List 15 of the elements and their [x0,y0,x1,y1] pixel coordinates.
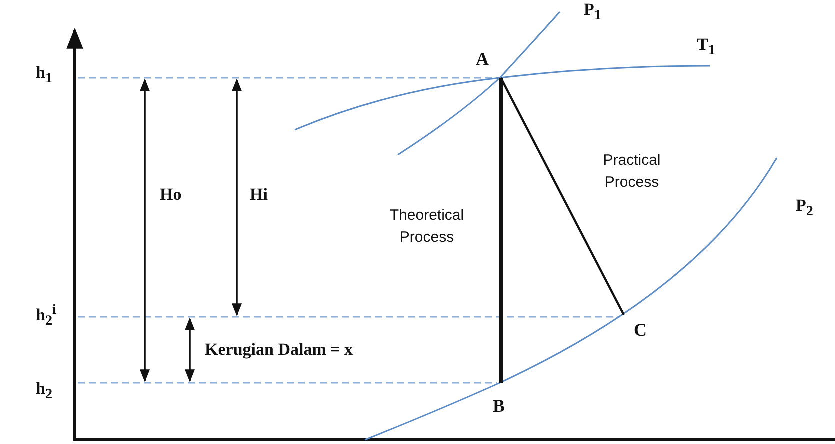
point-label: B [493,397,506,415]
dimension-label: Ho [160,186,182,205]
process-label: Theoretical Process [388,206,466,248]
axis-label: h$_{2}$ [36,380,53,403]
curve-label: P$_{1}$ [584,1,602,24]
point-label: A [476,50,489,68]
dimension-label: Kerugian Dalam = x [205,341,354,360]
dimension-label: Hi [250,186,268,205]
curve-label: P$_{2}$ [796,197,814,220]
point-label: C [634,321,647,339]
process-label: Practical Process [602,151,662,193]
process-line [499,78,503,383]
curve-label: T$_{1}$ [697,36,716,59]
axis-label: h$_{1}$ [36,64,53,87]
process-line [500,78,625,316]
